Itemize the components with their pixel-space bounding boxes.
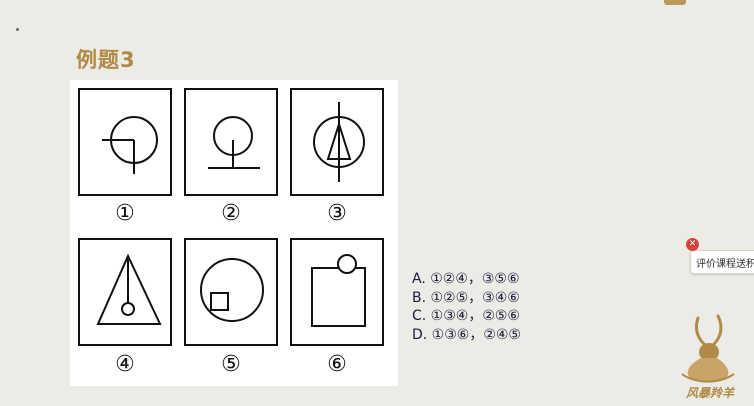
option-b: B. ①②⑤，③④⑥ [412,289,520,306]
corner-dot [16,28,19,31]
figure-3-drawing [313,102,365,182]
figure-2 [184,88,278,196]
brand-logo: 风暴羚羊 [668,308,748,402]
top-marker [664,0,686,5]
rate-course-label: 评价课程送积分 [696,259,754,270]
figure-5-label: ⑤ [221,352,241,377]
option-a: A. ①②④，③⑤⑥ [412,271,520,287]
figure-1-drawing [102,116,158,174]
rate-course-button[interactable]: 评价课程送积分 [690,250,754,274]
figure-3 [290,88,384,196]
antelope-icon [681,314,735,383]
brand-logo-text: 风暴羚羊 [685,386,734,400]
close-icon[interactable]: ✕ [686,238,699,251]
figure-4-drawing [96,253,162,325]
figure-4-label: ④ [115,352,135,377]
figure-panel: ① ② ③ ④ [70,80,398,386]
figure-2-label: ② [221,201,241,226]
figure-5-drawing [200,258,264,322]
figure-2-drawing [208,116,260,169]
figure-5 [184,238,278,346]
option-c: C. ①③④，②⑤⑥ [412,308,520,324]
option-d: D. ①③⑥，②④⑤ [412,326,521,343]
figure-1-label: ① [115,201,135,226]
figure-6-drawing [311,254,366,327]
figure-4 [78,238,172,346]
figure-6 [290,238,384,346]
answer-options: A. ①②④，③⑤⑥ B. ①②⑤，③④⑥ C. ①③④，②⑤⑥ D. ①③⑥，… [412,270,521,344]
figure-6-label: ⑥ [327,352,347,377]
figure-3-label: ③ [327,201,347,226]
figure-1 [78,88,172,196]
page-title: 例题3 [76,48,136,72]
